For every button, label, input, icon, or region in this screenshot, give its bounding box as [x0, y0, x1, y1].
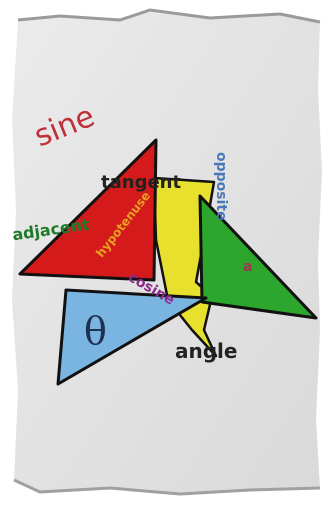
label-a: a — [243, 260, 252, 274]
label-opposite: opposite — [214, 152, 228, 221]
label-angle: angle — [175, 341, 237, 361]
label-theta: θ — [84, 312, 107, 350]
